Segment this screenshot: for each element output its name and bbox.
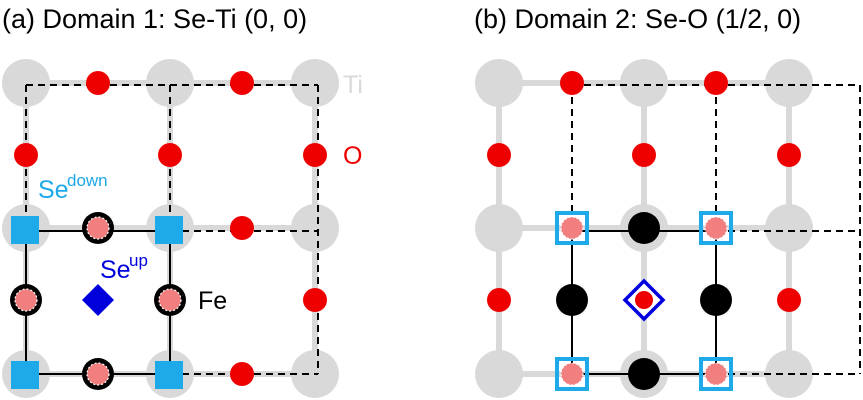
- fe-atom: [556, 284, 588, 316]
- fe-atoms: [556, 212, 732, 390]
- ti-atom: [291, 59, 339, 107]
- se-up-label-sup: up: [129, 251, 148, 270]
- o-atom: [230, 71, 254, 95]
- se-down-label: Se down: [38, 171, 108, 204]
- o-atom: [487, 288, 511, 312]
- fe-atom: [628, 212, 660, 244]
- se-down-square: [699, 357, 733, 391]
- o-atom: [303, 143, 327, 167]
- o-atom: [487, 143, 511, 167]
- ti-atom: [475, 350, 523, 398]
- fe-atom: [154, 284, 186, 316]
- fe-atom: [82, 358, 114, 390]
- fe-atom: [700, 284, 732, 316]
- o-atom: [230, 362, 254, 386]
- se-down-square: [555, 357, 589, 391]
- ti-label: Ti: [343, 71, 363, 99]
- se-down-square: [555, 211, 589, 245]
- panel-b: (b) Domain 2: Se-O (1/2, 0): [474, 4, 861, 398]
- fe-label: Fe: [198, 287, 227, 315]
- o-atom: [303, 288, 327, 312]
- o-atom: [560, 71, 584, 95]
- o-atom: [704, 71, 728, 95]
- o-atom: [632, 143, 656, 167]
- o-atoms: [487, 71, 801, 312]
- ti-atom: [2, 59, 50, 107]
- o-atom: [230, 216, 254, 240]
- o-label: O: [343, 142, 362, 170]
- ti-atom: [475, 204, 523, 252]
- ti-atom: [765, 59, 813, 107]
- se-down-square: [155, 216, 183, 244]
- o-atom: [14, 143, 38, 167]
- se-up-diamond: [622, 278, 666, 322]
- se-up-diamond: [82, 284, 114, 316]
- se-down-atoms: [11, 216, 183, 389]
- panel-a: (a) Domain 1: Se-Ti (0, 0): [2, 4, 363, 398]
- se-up-label-base: Se: [100, 256, 131, 284]
- panel-b-title: (b) Domain 2: Se-O (1/2, 0): [474, 4, 801, 34]
- ti-atom: [765, 204, 813, 252]
- se-down-atoms: [555, 211, 733, 391]
- se-down-label-base: Se: [38, 176, 69, 204]
- fe-atom: [628, 358, 660, 390]
- o-atom: [158, 143, 182, 167]
- ti-atom: [146, 59, 194, 107]
- ti-atom: [620, 59, 668, 107]
- se-up-label: Se up: [100, 251, 148, 284]
- panel-a-title: (a) Domain 1: Se-Ti (0, 0): [2, 4, 307, 34]
- fe-atoms: [10, 212, 186, 390]
- fe-atom: [10, 284, 42, 316]
- o-atom: [86, 71, 110, 95]
- se-down-label-sup: down: [67, 171, 108, 190]
- fe-atom: [82, 212, 114, 244]
- se-down-square: [11, 361, 39, 389]
- se-down-square: [11, 216, 39, 244]
- se-down-square: [155, 361, 183, 389]
- se-down-square: [699, 211, 733, 245]
- ti-atom: [291, 204, 339, 252]
- o-atom: [777, 288, 801, 312]
- ti-atom: [475, 59, 523, 107]
- o-atom: [777, 143, 801, 167]
- o-atoms: [14, 71, 327, 386]
